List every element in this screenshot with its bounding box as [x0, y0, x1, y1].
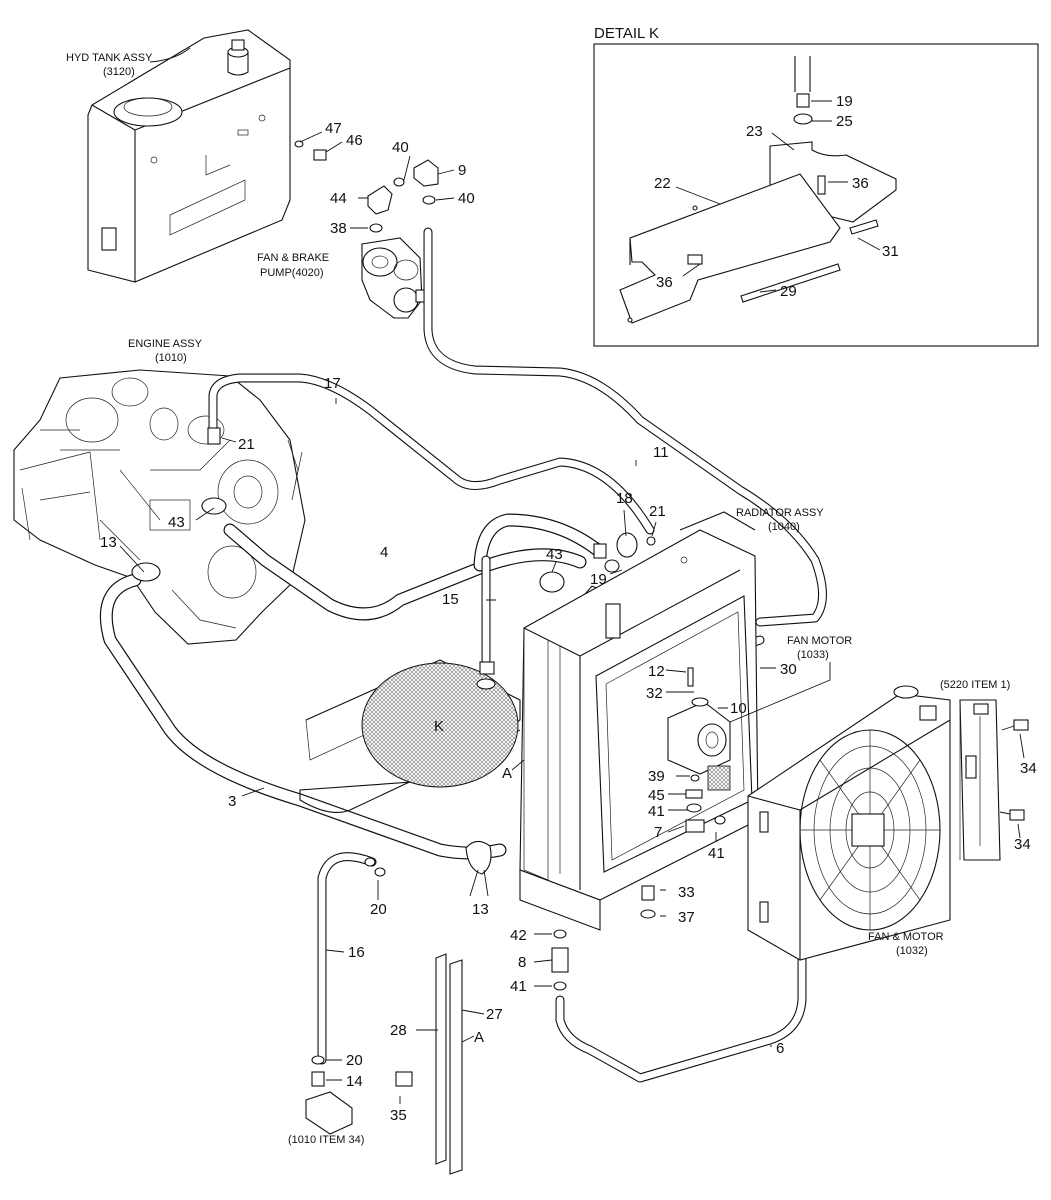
callout-42: 42: [510, 927, 527, 944]
hydraulic-tank-assembly: HYD TANK ASSY (3120): [66, 29, 291, 283]
fan-motor-number: (1033): [797, 649, 829, 661]
callout-32: 32: [646, 685, 663, 702]
hyd-tank-number: (3120): [103, 66, 135, 78]
callout-37: 37: [678, 909, 695, 926]
callout-41-right: 41: [708, 845, 725, 862]
detail-callout-36-right: 36: [852, 175, 869, 192]
callout-15: 15: [442, 591, 459, 608]
callout-44: 44: [330, 190, 347, 207]
detail-callout-22: 22: [654, 175, 671, 192]
callout-9: 9: [458, 162, 466, 179]
shroud-and-detail-k: K: [299, 659, 521, 813]
callout-4: 4: [380, 544, 388, 561]
fan-and-motor-number: (1032): [896, 945, 928, 957]
callout-16: 16: [348, 944, 365, 961]
callout-13-engine: 13: [100, 534, 117, 551]
callout-18: 18: [616, 490, 633, 507]
callout-33: 33: [678, 884, 695, 901]
callout-A-strip: A: [474, 1029, 484, 1046]
detail-callout-29: 29: [780, 283, 797, 300]
pump-title: FAN & BRAKE: [257, 252, 329, 264]
detail-callout-23: 23: [746, 123, 763, 140]
detail-callout-36-left: 36: [656, 274, 673, 291]
radiator-title: RADIATOR ASSY: [736, 507, 824, 519]
callout-41-middle: 41: [648, 803, 665, 820]
callout-34-bottom: 34: [1014, 836, 1031, 853]
callout-35: 35: [390, 1107, 407, 1124]
callout-47: 47: [325, 120, 342, 137]
fan-brake-pump: FAN & BRAKE PUMP(4020): [257, 237, 429, 319]
pump-fittings: 40 9 44 40 38: [330, 139, 475, 237]
radiator-number: (1040): [768, 521, 800, 533]
engine-assembly: ENGINE ASSY (1010): [13, 338, 306, 645]
callouts: 17 11 21 43 13 4 18 21 43 19 15 12 32 30…: [100, 375, 797, 1146]
callout-28: 28: [390, 1022, 407, 1039]
fan-and-motor-assembly: FAN & MOTOR (1032): [747, 685, 951, 961]
callout-40-bottom: 40: [458, 190, 475, 207]
tank-drain-parts: 47 46: [294, 120, 363, 161]
callout-20-lower: 20: [346, 1052, 363, 1069]
callout-40-top: 40: [392, 139, 409, 156]
detail-callout-19: 19: [836, 93, 853, 110]
callout-30: 30: [780, 661, 797, 678]
callout-21-radiator: 21: [649, 503, 666, 520]
callout-3: 3: [228, 793, 236, 810]
item-5220-label: (5220 ITEM 1): [940, 679, 1010, 691]
view-k-label: K: [434, 718, 444, 735]
callout-39: 39: [648, 768, 665, 785]
callout-11: 11: [653, 444, 669, 461]
callout-43-engine: 43: [168, 514, 185, 531]
engine-number: (1010): [155, 352, 187, 364]
callout-27: 27: [486, 1006, 503, 1023]
callout-6: 6: [776, 1040, 784, 1057]
detail-k-panel: DETAIL K 19 25 23 22 36 36 31 29: [593, 25, 1039, 347]
callout-43-radiator: 43: [546, 546, 563, 563]
hyd-tank-title: HYD TANK ASSY: [66, 52, 153, 64]
callout-17: 17: [324, 375, 341, 392]
callout-12: 12: [648, 663, 665, 680]
pump-number: PUMP(4020): [260, 267, 324, 279]
callout-A-radiator: A: [502, 765, 512, 782]
bracket-5220: (5220 ITEM 1) 34 34: [940, 679, 1037, 861]
callout-13-lower: 13: [472, 901, 489, 918]
callout-45: 45: [648, 787, 665, 804]
fan-motor: FAN MOTOR (1033): [667, 635, 852, 791]
callout-14: 14: [346, 1073, 363, 1090]
callout-21-engine: 21: [238, 436, 255, 453]
callout-46: 46: [346, 132, 363, 149]
callout-7: 7: [654, 824, 662, 841]
callout-41-lower: 41: [510, 978, 527, 995]
fan-and-motor-title: FAN & MOTOR: [868, 931, 944, 943]
callout-19: 19: [590, 571, 607, 588]
detail-k-title: DETAIL K: [594, 25, 659, 42]
fan-motor-title: FAN MOTOR: [787, 635, 852, 647]
callout-10: 10: [730, 700, 747, 717]
engine-title: ENGINE ASSY: [128, 338, 203, 350]
detail-callout-25: 25: [836, 113, 853, 130]
callout-20-upper: 20: [370, 901, 387, 918]
detail-callout-31: 31: [882, 243, 899, 260]
callout-8: 8: [518, 954, 526, 971]
lower-fittings: [305, 774, 726, 1175]
callout-34-top: 34: [1020, 760, 1037, 777]
callout-38: 38: [330, 220, 347, 237]
item-1010-34-label: (1010 ITEM 34): [288, 1134, 364, 1146]
